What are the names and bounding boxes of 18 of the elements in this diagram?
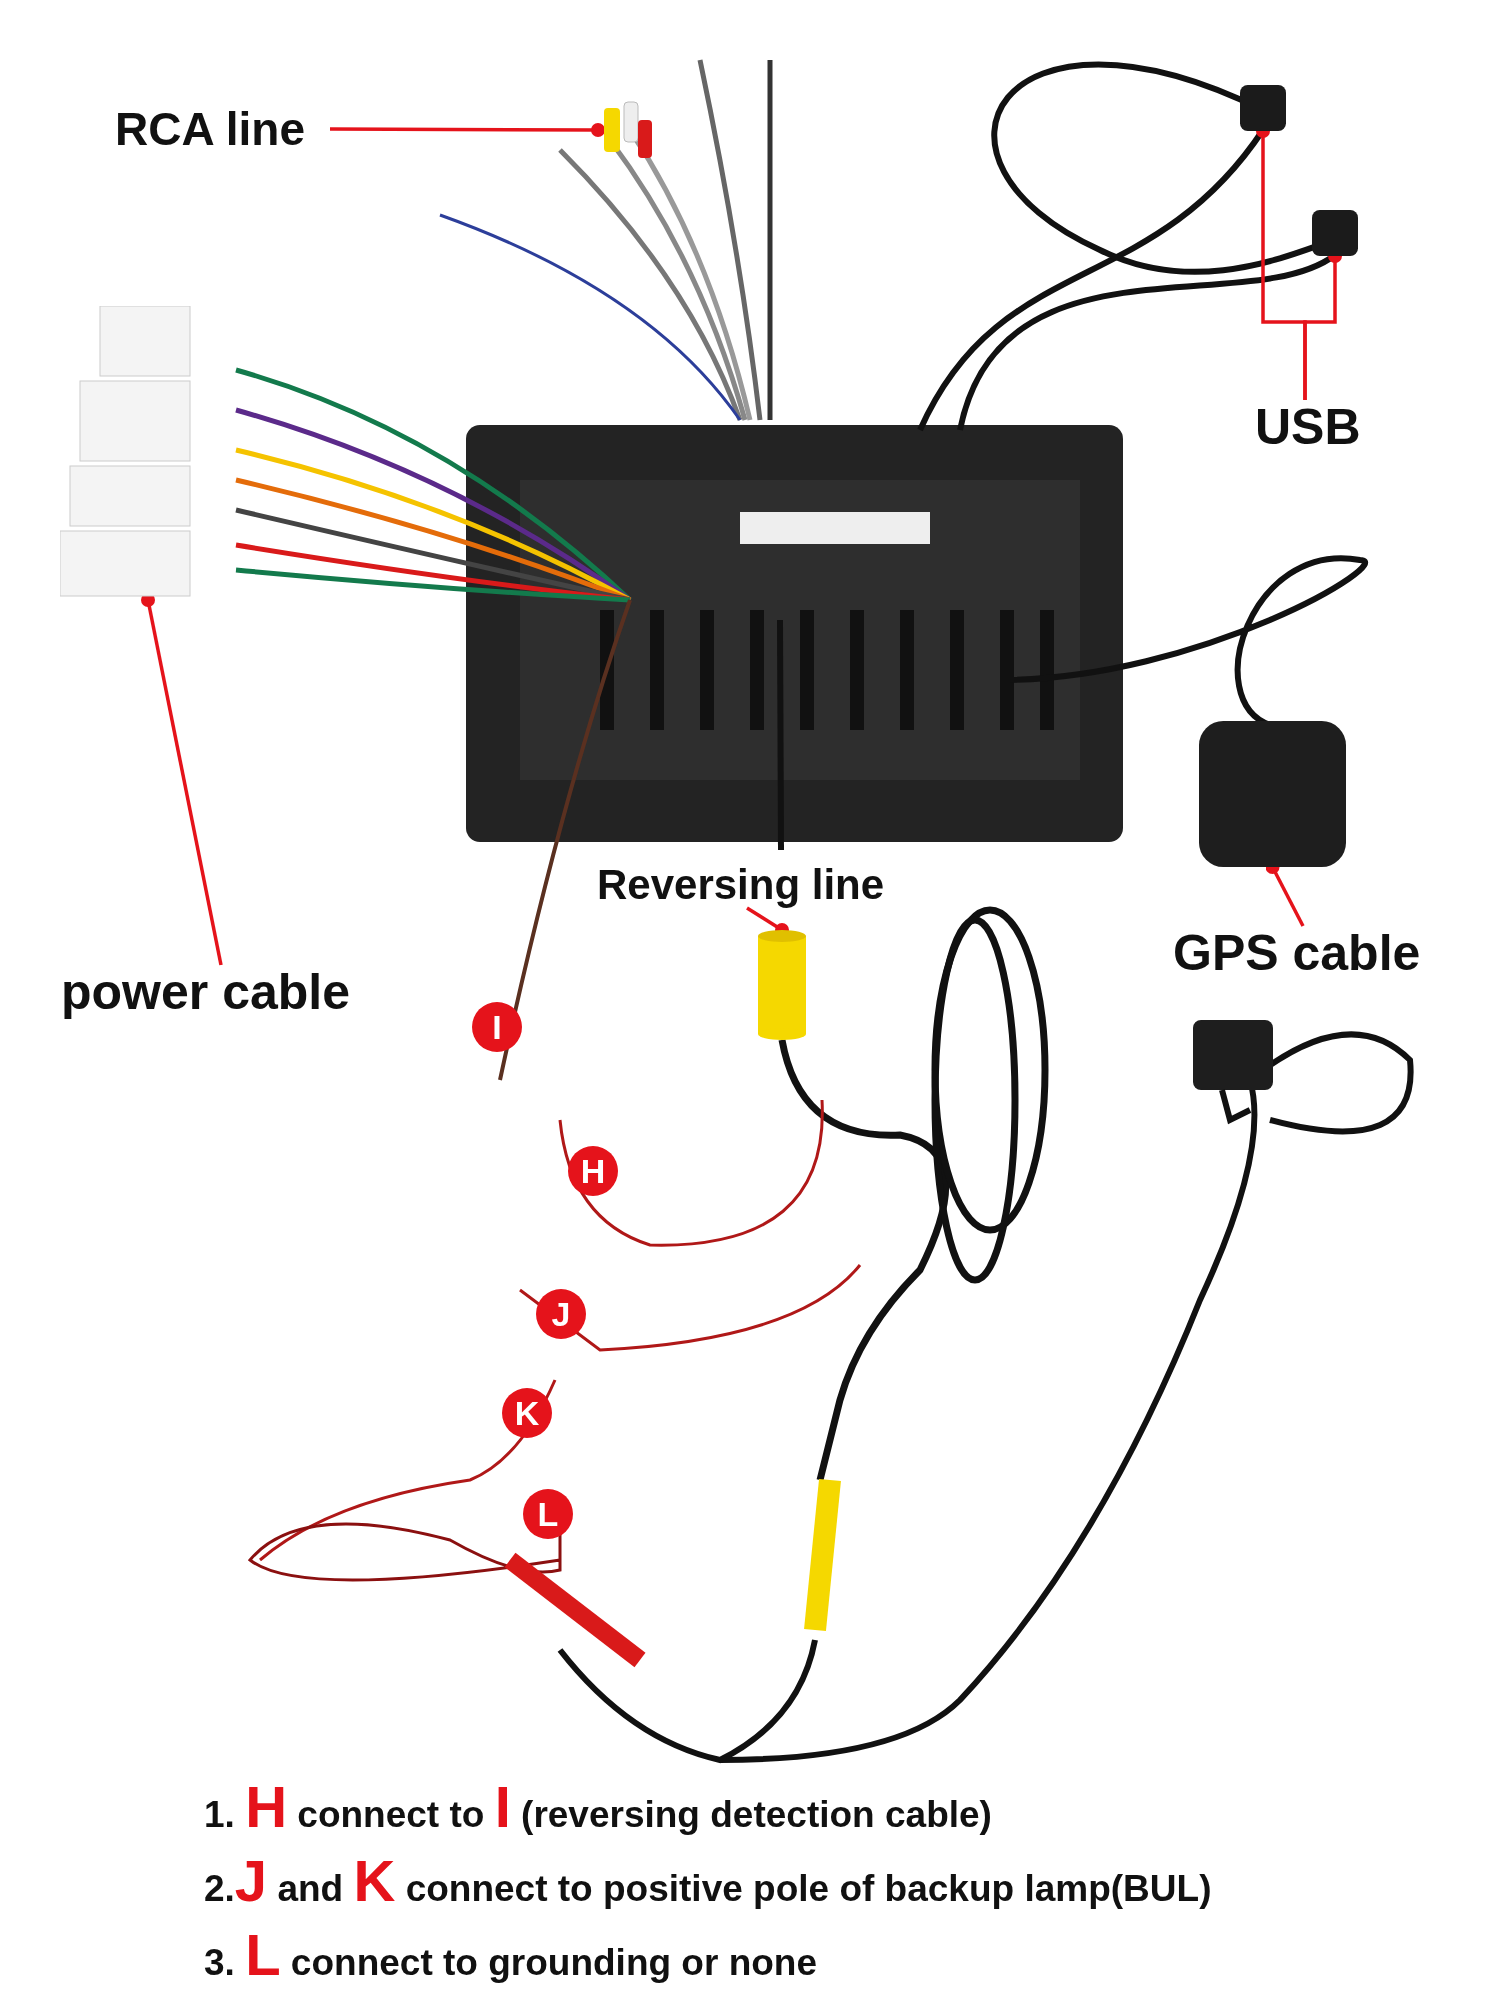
callout-label: USB bbox=[1255, 400, 1361, 455]
letter-marker: H bbox=[568, 1146, 618, 1196]
letter-marker: J bbox=[536, 1289, 586, 1339]
plug-box bbox=[1199, 721, 1346, 867]
callout-label: power cable bbox=[61, 965, 350, 1020]
instruction-note: 1. H connect to I (reversing detection cable) bbox=[204, 1773, 993, 1841]
letter-marker: L bbox=[523, 1489, 573, 1539]
callout-label: RCA line bbox=[115, 104, 305, 155]
letter-marker: K bbox=[502, 1388, 552, 1438]
callout-label: Reversing line bbox=[597, 862, 885, 909]
leader-line bbox=[330, 123, 605, 137]
plug-box bbox=[1240, 85, 1286, 131]
instruction-note: 3. L connect to grounding or none bbox=[204, 1921, 819, 1989]
instruction-note: 2.J and K connect to positive pole of backup lamp(BUL) bbox=[204, 1847, 1212, 1915]
connector-cylinder bbox=[758, 930, 806, 1040]
plug-box bbox=[1312, 210, 1358, 256]
letter-marker: I bbox=[472, 1002, 522, 1052]
callout-label: GPS cable bbox=[1173, 926, 1421, 981]
